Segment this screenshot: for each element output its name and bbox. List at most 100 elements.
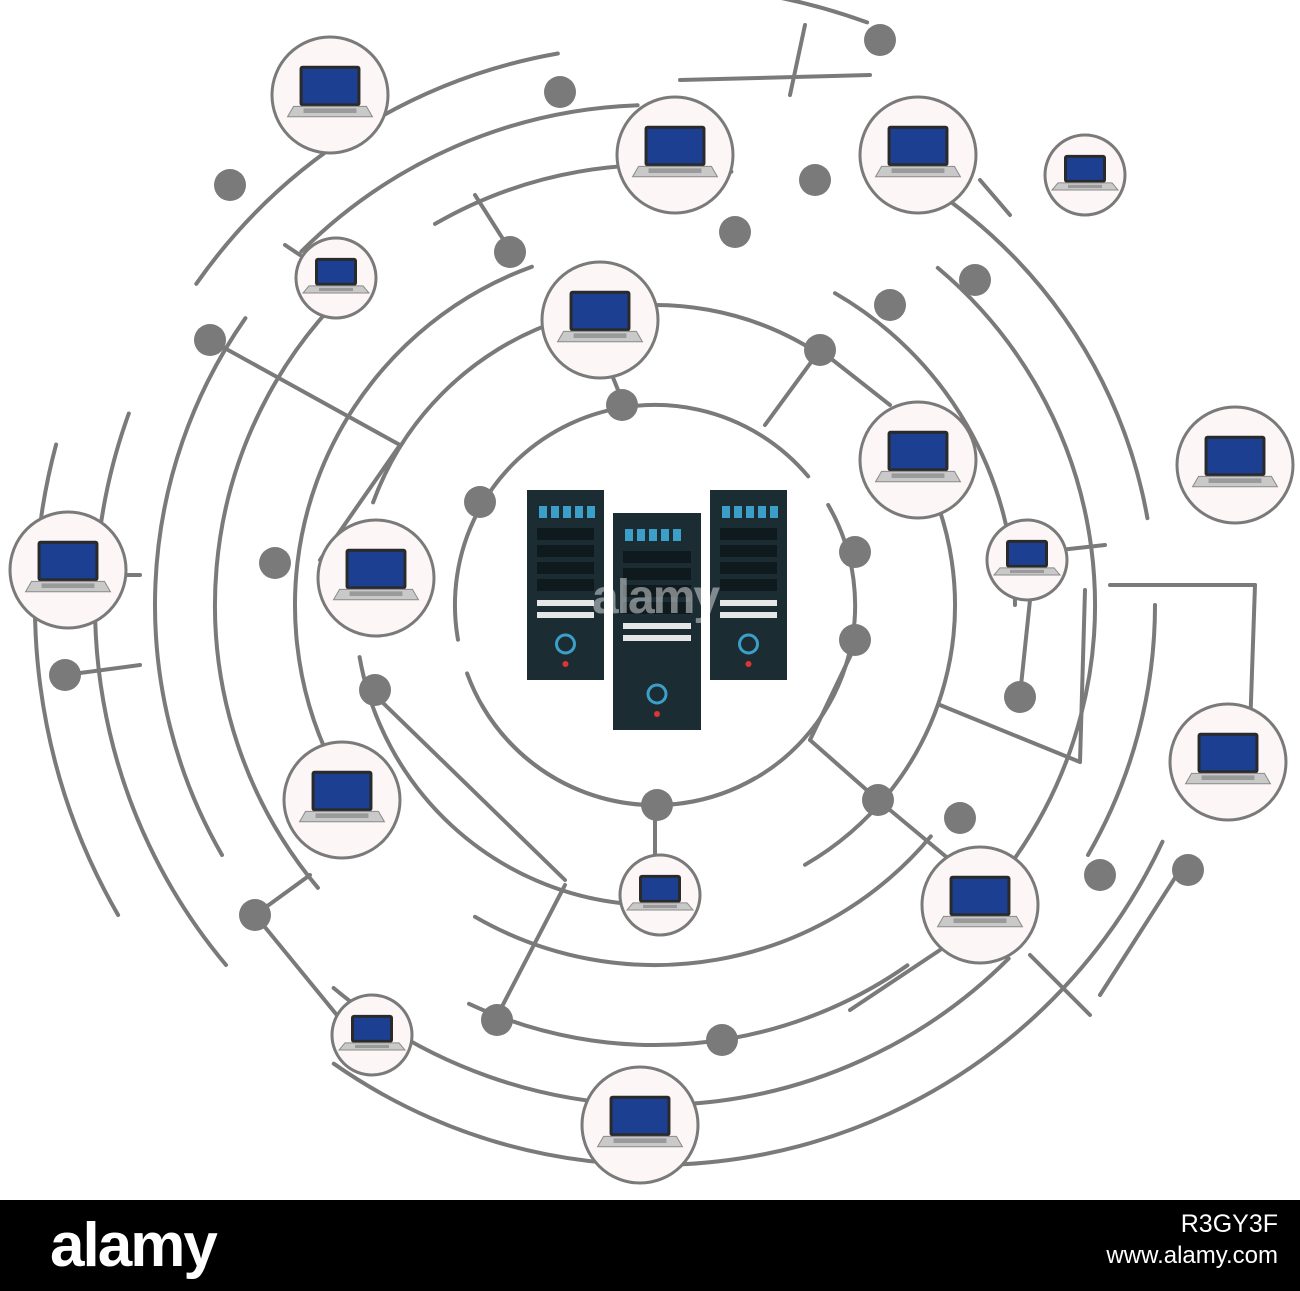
laptop-icon	[337, 1014, 407, 1051]
circuit-connector	[208, 338, 402, 447]
junction-dot	[464, 486, 496, 518]
server-rack-icon	[613, 513, 701, 730]
circuit-arc	[780, 0, 870, 25]
circuit-arc	[331, 839, 1165, 1167]
junction-dot	[1004, 681, 1036, 713]
laptop-icon	[625, 874, 695, 911]
junction-dot	[804, 334, 836, 366]
laptop-icon	[631, 125, 719, 178]
circuit-connector	[1098, 868, 1182, 997]
circuit-arc	[479, 703, 757, 807]
junction-dot	[481, 1004, 513, 1036]
circuit-connector	[378, 698, 567, 882]
source-url: www.alamy.com	[1106, 1242, 1278, 1269]
laptop-node	[294, 236, 378, 320]
circuit-connector	[1078, 588, 1087, 764]
circuit-connector	[848, 948, 942, 1012]
laptop-node	[1043, 133, 1127, 217]
laptop-node	[1175, 405, 1295, 525]
server-rack-icon	[710, 490, 787, 680]
laptop-icon	[1191, 435, 1279, 488]
brand-logo: alamy	[50, 1211, 218, 1280]
junction-dot	[839, 536, 871, 568]
circuit-connector	[678, 73, 872, 82]
junction-dot	[839, 624, 871, 656]
footer-bar: alamy R3GY3F www.alamy.com	[0, 1200, 1300, 1291]
image-id: R3GY3F	[1180, 1210, 1278, 1238]
junction-dot	[706, 1024, 738, 1056]
circuit-connector	[1018, 598, 1032, 697]
laptop-icon	[992, 539, 1062, 576]
circuit-connector	[1028, 953, 1092, 1017]
laptop-node	[618, 853, 702, 937]
circuit-arc	[153, 316, 248, 857]
circuit-connector	[283, 243, 302, 257]
circuit-connector	[1058, 543, 1107, 552]
laptop-icon	[874, 125, 962, 178]
circuit-arc	[903, 170, 1150, 521]
laptop-node	[1168, 702, 1288, 822]
junction-dot	[864, 24, 896, 56]
junction-dot	[239, 899, 271, 931]
circuit-connector	[808, 638, 860, 742]
laptop-node	[858, 95, 978, 215]
network-svg	[8, 0, 1295, 1185]
junction-dot	[259, 547, 291, 579]
junction-dot	[494, 236, 526, 268]
junction-dot	[1084, 859, 1116, 891]
circuit-arc	[357, 655, 631, 906]
junction-dot	[194, 324, 226, 356]
circuit-arc	[93, 411, 228, 967]
circuit-connector	[493, 883, 567, 1022]
laptop-icon	[936, 875, 1024, 928]
junction-dot	[944, 802, 976, 834]
circuit-connector	[253, 913, 347, 1027]
laptop-icon	[1184, 732, 1272, 785]
laptop-node	[270, 35, 390, 155]
circuit-connector	[788, 23, 807, 97]
laptop-icon	[298, 770, 386, 823]
circuit-arc	[467, 963, 910, 1048]
junction-dot	[606, 389, 638, 421]
junction-dot	[641, 789, 673, 821]
junction-dot	[49, 659, 81, 691]
junction-dot	[959, 264, 991, 296]
junction-dot	[359, 674, 391, 706]
circuit-arc	[292, 264, 534, 787]
laptop-icon	[874, 430, 962, 483]
circuit-connector	[938, 703, 1082, 764]
laptop-icon	[332, 548, 420, 601]
circuit-connector	[1248, 583, 1257, 732]
junction-dot	[214, 169, 246, 201]
junction-dot	[799, 164, 831, 196]
laptop-icon	[1050, 154, 1120, 191]
laptop-icon	[286, 65, 374, 118]
circuit-arc	[299, 103, 640, 254]
laptop-node	[580, 1065, 700, 1185]
laptop-icon	[301, 257, 371, 294]
laptop-node	[920, 845, 1040, 965]
laptop-node	[8, 510, 128, 630]
circuit-arc	[473, 834, 933, 968]
circuit-arc	[1086, 603, 1157, 857]
stock-info: R3GY3F www.alamy.com	[1106, 1208, 1278, 1272]
server-rack-icon	[527, 490, 604, 680]
junction-dot	[862, 784, 894, 816]
laptop-node	[540, 260, 660, 380]
laptop-node	[282, 740, 402, 860]
junction-dot	[874, 289, 906, 321]
circuit-arc	[32, 442, 121, 917]
watermark-text: alamy	[592, 571, 720, 624]
laptop-icon	[556, 290, 644, 343]
laptop-node	[316, 518, 436, 638]
junction-dot	[1172, 854, 1204, 886]
circuit-arc	[803, 453, 957, 867]
circuit-connector	[978, 178, 1012, 217]
laptop-icon	[24, 540, 112, 593]
junction-dot	[719, 216, 751, 248]
laptop-node	[858, 400, 978, 520]
junction-dot	[544, 76, 576, 108]
circuit-arc	[452, 402, 811, 642]
laptop-node	[330, 993, 414, 1077]
circuit-arc	[212, 265, 375, 890]
